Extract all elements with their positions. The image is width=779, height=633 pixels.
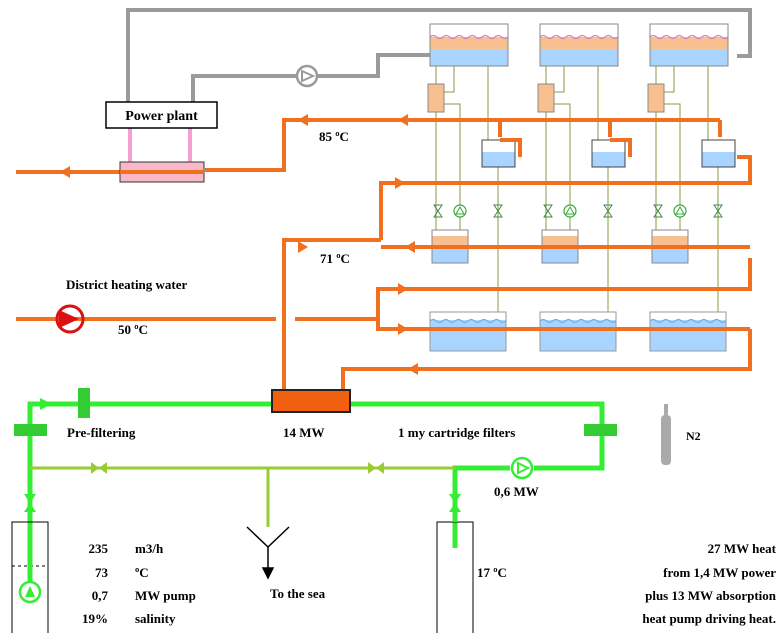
generator-surface: [649, 34, 729, 40]
generator-solution: [650, 37, 728, 49]
summary-line: from 1,4 MW power: [663, 565, 776, 580]
evaporator-water: [540, 320, 616, 351]
steam-line: [126, 8, 752, 103]
pre-filter-housing: [78, 388, 90, 418]
heat-exchanger-14mw: [271, 389, 351, 413]
valve-icon: [713, 204, 723, 218]
generator-surface: [429, 34, 509, 40]
olive-pipe: [444, 66, 455, 93]
condenser-outline: [701, 139, 736, 168]
absorption-units: [427, 23, 736, 352]
n2-cylinder-icon: [661, 404, 671, 465]
wellhead-valve-icons: [24, 494, 461, 512]
generator-outline: [649, 23, 729, 67]
injection-well: [436, 512, 474, 633]
generator-solution: [540, 37, 618, 49]
evaporator-surface: [649, 318, 727, 324]
district-heating-label: District heating water: [66, 277, 188, 292]
cartridge-filters-label: 1 my cartridge filters: [398, 425, 515, 440]
brine-stat-unit: salinity: [135, 611, 176, 626]
left-filter-housing: [14, 424, 47, 436]
olive-pipe: [554, 66, 565, 93]
temp-17-label: 17 ºC: [477, 565, 507, 580]
solution-heat-exchanger: [537, 83, 555, 113]
summary-line: heat pump driving heat.: [642, 611, 776, 626]
brine-return-branch: [30, 466, 455, 527]
evaporator-outline: [649, 311, 727, 352]
return-valve-icons: [91, 462, 384, 474]
summary-line: 27 MW heat: [708, 541, 777, 556]
brine-stats: 235 m3/h 73 ºC 0,7 MW pump 19% salinity: [82, 541, 196, 626]
condenser-outline: [481, 139, 516, 168]
temp-71-label: 71 ºC: [320, 251, 350, 266]
brine-stat-value: 235: [89, 541, 109, 556]
olive-pipe: [664, 66, 675, 93]
brine-flow-arrow: [40, 398, 52, 410]
generator-outline: [539, 23, 619, 67]
solution-pump-arrow: [455, 205, 465, 215]
olive-pipe: [444, 103, 461, 235]
evaporator-water: [430, 320, 506, 351]
valve-icon: [543, 204, 553, 218]
summary-line: plus 13 MW absorption: [645, 588, 777, 603]
solution-pump-arrow: [565, 205, 575, 215]
solution-heat-exchanger: [647, 83, 665, 113]
generator-surface: [539, 34, 619, 40]
olive-pipe: [554, 103, 571, 235]
production-well: [11, 521, 49, 633]
brine-stat-unit: m3/h: [135, 541, 164, 556]
pre-filtering-label: Pre-filtering: [67, 425, 136, 440]
power-plant-connectors: [128, 128, 192, 162]
valve-icon: [433, 204, 443, 218]
temp-85-label: 85 ºC: [319, 129, 349, 144]
heat-exchanger-power-label: 14 MW: [283, 425, 325, 440]
to-the-sea-label: To the sea: [270, 586, 326, 601]
n2-label: N2: [686, 429, 701, 443]
brine-stat-unit: ºC: [135, 565, 149, 580]
solution-heat-exchanger: [427, 83, 445, 113]
valve-icon: [493, 204, 503, 218]
valve-icon: [653, 204, 663, 218]
solution-pump-arrow: [675, 205, 685, 215]
brine-stat-value: 0,7: [92, 588, 109, 603]
evaporator-surface: [539, 318, 617, 324]
power-plant-label: Power plant: [125, 109, 198, 124]
brine-stat-value: 19%: [82, 611, 108, 626]
valve-icon: [603, 204, 613, 218]
condenser-water: [702, 152, 735, 167]
evaporator-outline: [429, 311, 507, 352]
evaporator-outline: [539, 311, 617, 352]
evaporator-water: [650, 320, 726, 351]
flow-arrows: [60, 114, 418, 375]
temp-50-label: 50 ºC: [118, 322, 148, 337]
cartridge-filter-housing: [584, 424, 617, 436]
condenser-water: [592, 152, 625, 167]
evaporator-surface: [429, 318, 507, 324]
brine-pump-icon: [510, 456, 534, 480]
district-heating-pipes: [16, 118, 752, 390]
sea-outlet-funnel: [246, 526, 290, 580]
power-plant-box: Power plant: [105, 101, 218, 129]
brine-stat-unit: MW pump: [135, 588, 196, 603]
steam-pump-icon: [295, 64, 319, 88]
district-heating-pump-icon: [55, 304, 85, 334]
olive-pipe: [664, 103, 681, 235]
condenser-water: [482, 152, 515, 167]
generator-outline: [429, 23, 509, 67]
pump-power-label: 0,6 MW: [494, 484, 539, 499]
brine-stat-value: 73: [95, 565, 109, 580]
summary-text: 27 MW heat from 1,4 MW power plus 13 MW …: [642, 541, 776, 626]
condenser-outline: [591, 139, 626, 168]
generator-solution: [430, 37, 508, 49]
